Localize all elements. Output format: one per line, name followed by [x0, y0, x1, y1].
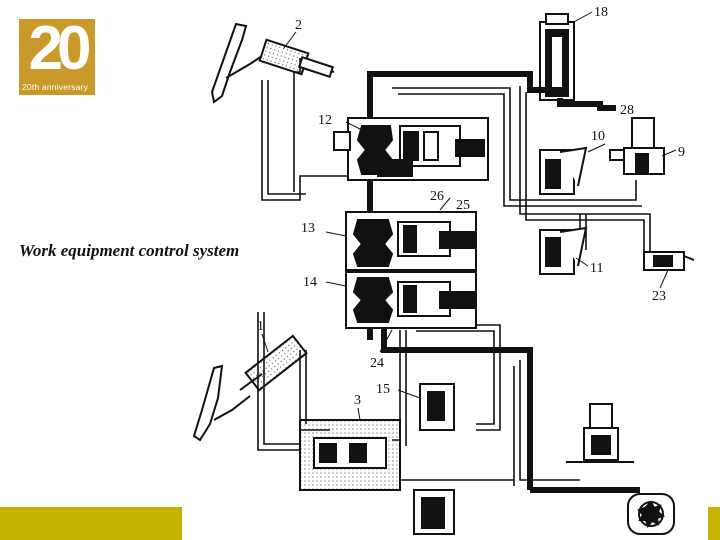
- leader-lines: [261, 11, 677, 421]
- label-13: 13: [301, 221, 315, 236]
- cylinder-2: [258, 38, 335, 78]
- label-3: 3: [354, 393, 361, 408]
- valve-bottom: [413, 489, 455, 535]
- valve-13: [345, 211, 477, 271]
- valve-14: [345, 271, 477, 329]
- label-9: 9: [678, 145, 685, 160]
- valve-15: [419, 383, 455, 431]
- anniversary-logo: 20 20th anniversary: [19, 14, 95, 95]
- blade-top: [210, 22, 263, 104]
- valve-11: [539, 226, 588, 275]
- label-24: 24: [370, 356, 384, 371]
- label-10: 10: [591, 129, 605, 144]
- slide-title: Work equipment control system: [19, 241, 240, 260]
- relief-valve: [566, 403, 634, 463]
- blade-bottom: [192, 364, 251, 442]
- label-26: 26: [430, 189, 444, 204]
- valve-3: [299, 419, 401, 491]
- label-1: 1: [257, 319, 264, 334]
- logo-subtitle: 20th anniversary: [22, 82, 89, 92]
- label-18: 18: [594, 5, 608, 20]
- part-labels: 2 18 28 12 10 9 26 25 13 11 14 23 1 24 1…: [257, 5, 685, 408]
- valve-23: [643, 251, 695, 271]
- pump: [627, 493, 675, 535]
- tank-18: [539, 13, 575, 101]
- label-11: 11: [590, 261, 603, 276]
- label-2: 2: [295, 18, 302, 33]
- footer-bar: [0, 507, 182, 540]
- label-23: 23: [652, 289, 666, 304]
- label-12: 12: [318, 113, 332, 128]
- label-14: 14: [303, 275, 317, 290]
- label-25: 25: [456, 198, 470, 213]
- label-15: 15: [376, 382, 390, 397]
- label-28: 28: [620, 103, 634, 118]
- logo-number: 20: [28, 14, 92, 83]
- footer-corner-mark: [708, 507, 720, 540]
- valve-12: [333, 117, 489, 181]
- valve-10: [539, 146, 588, 195]
- cylinder-1: [239, 334, 308, 392]
- valve-9: [609, 117, 665, 175]
